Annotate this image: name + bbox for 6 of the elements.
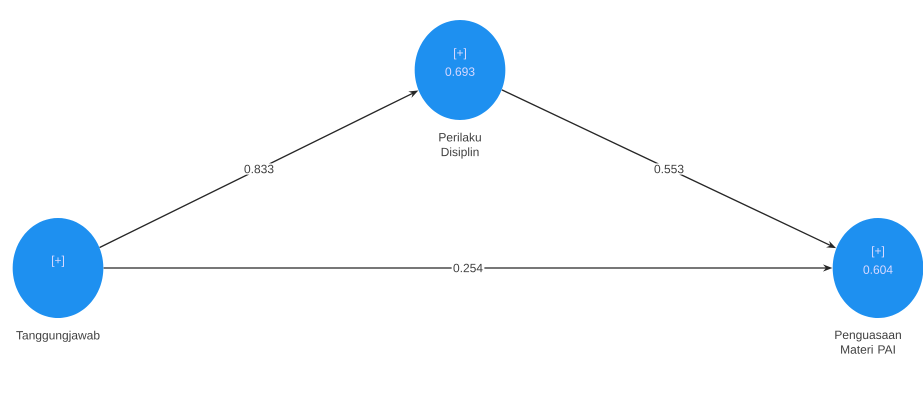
path-coefficient: 0.254 [452,262,484,274]
construct-name: Tanggungjawab [16,330,100,342]
path-coefficient: 0.833 [242,163,276,175]
construct-name: Perilaku Disiplin [439,132,481,159]
construct-name: Penguasaan Materi PAI [835,330,901,354]
path-coefficient: 0.553 [652,163,686,175]
